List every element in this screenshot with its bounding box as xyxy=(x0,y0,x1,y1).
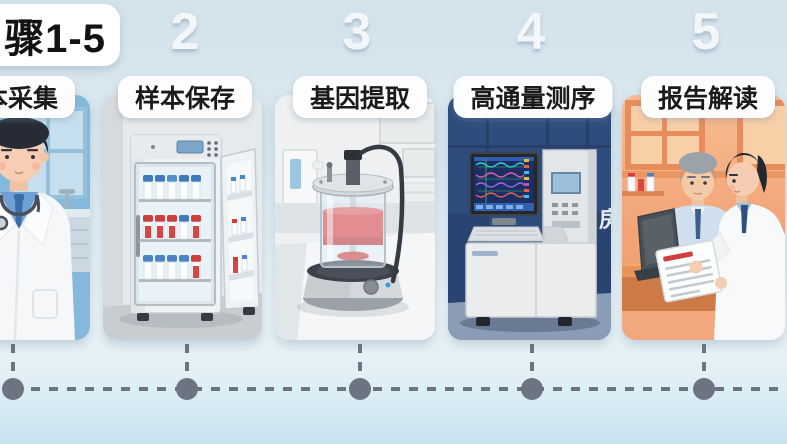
fridge-open-door xyxy=(220,148,260,310)
timeline-dot xyxy=(2,378,24,400)
timeline-dot xyxy=(521,378,543,400)
glass-bioreactor xyxy=(312,144,405,284)
sequencing-machine-illustration: 房 xyxy=(448,95,611,340)
step-4-number: 4 xyxy=(516,3,546,61)
step-3-panel xyxy=(275,95,435,340)
doctor-sample-collection-illustration xyxy=(0,95,90,340)
title-badge: 骤1-5 xyxy=(0,4,120,66)
report-consultation-illustration xyxy=(622,95,785,340)
step-3-number: 3 xyxy=(342,3,372,61)
water-purifier xyxy=(282,149,324,206)
step-5-panel xyxy=(622,95,785,340)
shelf-bottles xyxy=(622,173,664,196)
step-2-number: 2 xyxy=(170,3,200,61)
step-2-label: 样本保存 xyxy=(117,76,253,118)
step-3-label: 基因提取 xyxy=(292,76,428,118)
stethoscope-icon xyxy=(0,194,41,231)
sample-tubes xyxy=(143,175,201,280)
monitor-screen xyxy=(469,152,539,216)
step-4-label: 高通量测序 xyxy=(453,76,613,118)
report-document xyxy=(655,239,723,303)
step-1-panel xyxy=(0,95,90,340)
lab-fridge xyxy=(130,134,260,321)
timeline-dot xyxy=(693,378,715,400)
doctor-figure xyxy=(0,117,75,340)
step-4-panel: 房 xyxy=(448,95,611,340)
step-5-number: 5 xyxy=(691,3,721,61)
sequencer-machine xyxy=(465,149,597,326)
wall-text: 房 xyxy=(599,207,611,232)
sample-storage-fridge-illustration xyxy=(103,95,262,340)
timeline-dot xyxy=(349,378,371,400)
gene-extraction-vessel-illustration xyxy=(275,95,435,340)
timeline xyxy=(2,344,783,400)
step-1-label: 本采集 xyxy=(0,76,76,118)
magnetic-stirrer-base xyxy=(303,260,403,311)
doctor-figure xyxy=(655,153,785,340)
step-5-label: 报告解读 xyxy=(640,76,776,118)
timeline-dot xyxy=(176,378,198,400)
step-2-panel xyxy=(103,95,262,340)
page-title: 骤1-5 xyxy=(4,17,106,61)
